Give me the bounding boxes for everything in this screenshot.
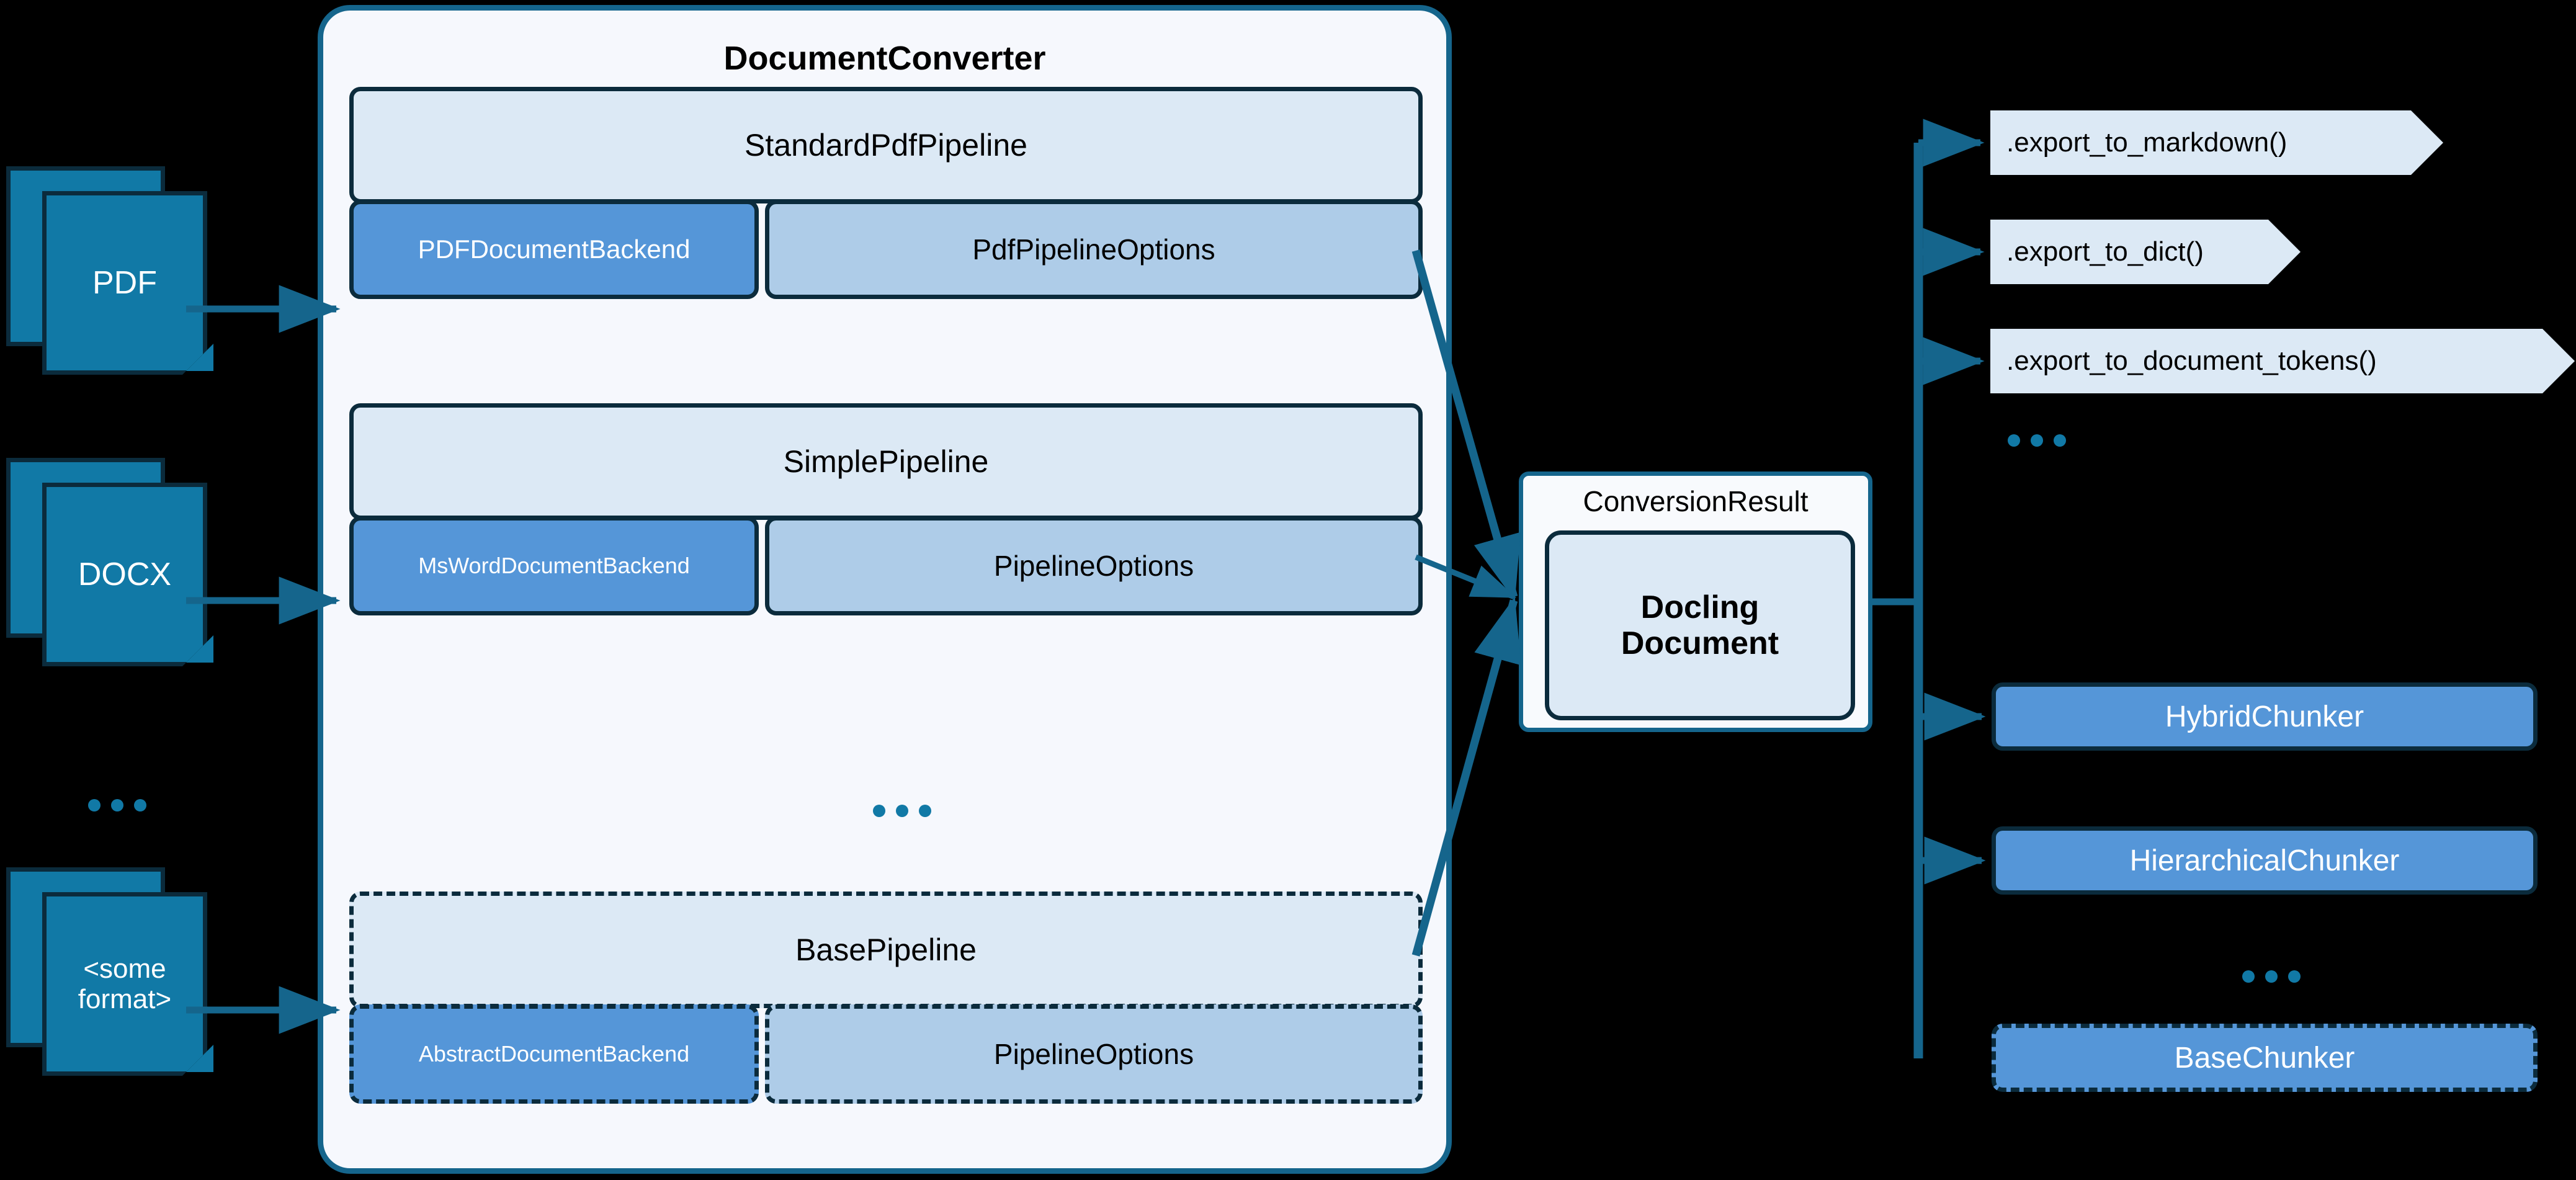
options-box[interactable]: PipelineOptions: [765, 516, 1423, 615]
document-front-page-icon: <some format>: [42, 892, 207, 1076]
page-title: DocumentConverter: [723, 40, 1046, 77]
pipeline-name-box[interactable]: BasePipeline: [349, 892, 1423, 1008]
document-converter-panel: DocumentConverter StandardPdfPipeline PD…: [318, 5, 1452, 1174]
input-some-format[interactable]: <some format>: [6, 867, 217, 1076]
pipeline-detail-row: PDFDocumentBackend PdfPipelineOptions: [349, 200, 1423, 299]
options-label: PipelineOptions: [993, 550, 1194, 582]
hierarchical-chunker-box[interactable]: HierarchicalChunker: [1992, 826, 2538, 895]
backend-box[interactable]: PDFDocumentBackend: [349, 200, 759, 299]
input-docx[interactable]: DOCX: [6, 458, 217, 666]
input-pdf[interactable]: PDF: [6, 166, 217, 375]
pipeline-name-box[interactable]: StandardPdfPipeline: [349, 87, 1423, 203]
backend-label: MsWordDocumentBackend: [418, 553, 690, 578]
export-label: .export_to_dict(): [2006, 236, 2204, 267]
pipeline-detail-row: MsWordDocumentBackend PipelineOptions: [349, 516, 1423, 615]
export-label: .export_to_document_tokens(): [2006, 346, 2377, 376]
options-box[interactable]: PdfPipelineOptions: [765, 200, 1423, 299]
base-chunker-box[interactable]: BaseChunker: [1992, 1024, 2538, 1092]
docling-document-line1: Docling: [1640, 589, 1760, 625]
chunkers-ellipsis: [2242, 970, 2301, 983]
inputs-ellipsis: [88, 799, 146, 811]
pipeline-base[interactable]: BasePipeline AbstractDocumentBackend Pip…: [349, 892, 1423, 1104]
input-label-some-format-line1: <some: [83, 953, 166, 984]
pipeline-standard-pdf[interactable]: StandardPdfPipeline PDFDocumentBackend P…: [349, 87, 1423, 299]
backend-box[interactable]: AbstractDocumentBackend: [349, 1004, 759, 1104]
pipeline-detail-row: AbstractDocumentBackend PipelineOptions: [349, 1004, 1423, 1104]
input-label-docx: DOCX: [78, 556, 172, 592]
docling-document-box[interactable]: Docling Document: [1545, 530, 1855, 720]
pipeline-label: BasePipeline: [795, 932, 977, 967]
docling-document-line2: Document: [1621, 625, 1779, 661]
pipelines-ellipsis: [873, 805, 931, 817]
document-fold-icon: [186, 1045, 213, 1072]
options-label: PipelineOptions: [993, 1038, 1194, 1070]
input-label-pdf: PDF: [92, 264, 157, 301]
hybrid-chunker-box[interactable]: HybridChunker: [1992, 682, 2538, 751]
options-box[interactable]: PipelineOptions: [765, 1004, 1423, 1104]
chunker-label: HierarchicalChunker: [2129, 844, 2400, 877]
backend-box[interactable]: MsWordDocumentBackend: [349, 516, 759, 615]
document-fold-icon: [186, 344, 213, 371]
input-label-some-format-line2: format>: [78, 984, 172, 1014]
chunker-label: HybridChunker: [2165, 700, 2364, 733]
options-label: PdfPipelineOptions: [972, 233, 1215, 266]
pipeline-label: StandardPdfPipeline: [745, 128, 1027, 163]
backend-label: AbstractDocumentBackend: [418, 1041, 690, 1066]
export-to-markdown-chip[interactable]: .export_to_markdown(): [1990, 110, 2443, 175]
conversion-result-node[interactable]: ConversionResult Docling Document: [1519, 472, 1872, 732]
pipeline-simple[interactable]: SimplePipeline MsWordDocumentBackend Pip…: [349, 403, 1423, 615]
export-to-dict-chip[interactable]: .export_to_dict(): [1990, 220, 2301, 284]
conversion-result-label: ConversionResult: [1583, 485, 1809, 517]
export-label: .export_to_markdown(): [2006, 127, 2288, 158]
document-fold-icon: [186, 635, 213, 663]
pipeline-label: SimplePipeline: [783, 444, 989, 479]
backend-label: PDFDocumentBackend: [418, 235, 691, 264]
export-to-document-tokens-chip[interactable]: .export_to_document_tokens(): [1990, 329, 2575, 393]
chunker-label: BaseChunker: [2174, 1041, 2355, 1075]
document-front-page-icon: DOCX: [42, 483, 207, 666]
document-front-page-icon: PDF: [42, 191, 207, 375]
pipeline-name-box[interactable]: SimplePipeline: [349, 403, 1423, 520]
exports-ellipsis: [2008, 434, 2066, 447]
